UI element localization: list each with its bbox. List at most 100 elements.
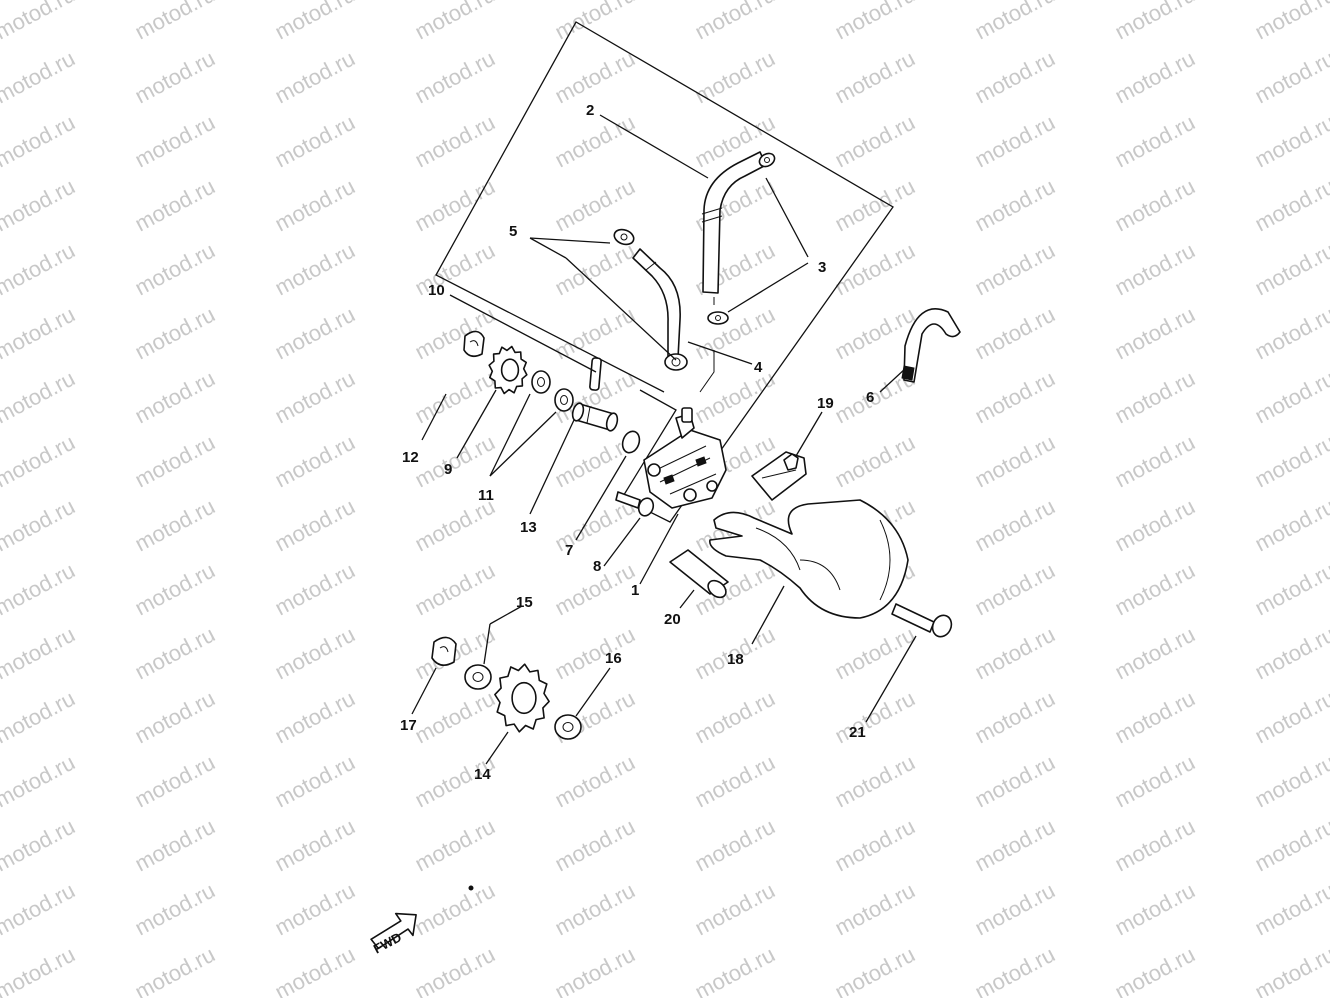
- watermark-text: motod.ru: [411, 174, 499, 237]
- watermark-text: motod.ru: [1251, 174, 1330, 237]
- watermark-text: motod.ru: [971, 558, 1059, 621]
- watermark-text: motod.ru: [691, 878, 779, 941]
- watermark-text: motod.ru: [271, 814, 359, 877]
- watermark-text: motod.ru: [831, 174, 919, 237]
- watermark-text: motod.ru: [1111, 46, 1199, 109]
- watermark-text: motod.ru: [1251, 622, 1330, 685]
- part-bolt-long: [891, 603, 953, 638]
- watermark-text: motod.ru: [1111, 878, 1199, 941]
- watermark-text: motod.ru: [1251, 46, 1330, 109]
- watermark-text: motod.ru: [271, 0, 359, 44]
- watermark-text: motod.ru: [971, 46, 1059, 109]
- watermark-text: motod.ru: [131, 686, 219, 749]
- watermark-text: motod.ru: [1111, 942, 1199, 998]
- watermark-text: motod.ru: [411, 686, 499, 749]
- watermark-text: motod.ru: [271, 558, 359, 621]
- watermark-text: motod.ru: [131, 366, 219, 429]
- watermark-text: motod.ru: [1111, 110, 1199, 173]
- watermark-text: motod.ru: [271, 750, 359, 813]
- fwd-label: FWD: [371, 929, 404, 956]
- watermark-text: motod.ru: [0, 942, 79, 998]
- watermark-text: motod.ru: [1111, 750, 1199, 813]
- part-pump-cover: [709, 499, 909, 619]
- part-circlip-lower: [431, 636, 457, 666]
- watermark-text: motod.ru: [691, 366, 779, 429]
- watermark-text: motod.ru: [131, 0, 219, 44]
- watermark-text: motod.ru: [131, 110, 219, 173]
- part-sleeve: [669, 549, 729, 599]
- part-gear-upper: [488, 345, 528, 395]
- watermark-text: motod.ru: [411, 558, 499, 621]
- callout-19: 19: [817, 395, 834, 412]
- callout-numbers: 1 2 3 4 5 6 7 8 9 10 11 12 13 14 15 16 1…: [400, 102, 874, 783]
- part-gear-lower: [494, 663, 550, 733]
- callout-4: 4: [754, 359, 763, 376]
- gear-lower-hub: [511, 681, 537, 715]
- watermark-text: motod.ru: [971, 0, 1059, 44]
- part-circlip-upper: [463, 330, 485, 358]
- watermark-text: motod.ru: [1251, 430, 1330, 493]
- watermark-text: motod.ru: [551, 814, 639, 877]
- watermark-text: motod.ru: [971, 494, 1059, 557]
- watermark-text: motod.ru: [1251, 238, 1330, 301]
- watermark-text: motod.ru: [551, 878, 639, 941]
- watermark-text: motod.ru: [411, 366, 499, 429]
- watermark-text: motod.ru: [271, 174, 359, 237]
- watermark-text: motod.ru: [691, 0, 779, 44]
- watermark-text: motod.ru: [1111, 558, 1199, 621]
- callout-17: 17: [400, 717, 417, 734]
- callout-7: 7: [565, 542, 573, 559]
- callout-12: 12: [402, 449, 419, 466]
- callout-2: 2: [586, 102, 594, 119]
- watermark-text: motod.ru: [1251, 110, 1330, 173]
- watermark-text: motod.ru: [271, 494, 359, 557]
- watermark-text: motod.ru: [971, 686, 1059, 749]
- watermark-text: motod.ru: [971, 302, 1059, 365]
- watermark-text: motod.ru: [691, 302, 779, 365]
- watermark-text: motod.ru: [411, 942, 499, 998]
- watermark-text: motod.ru: [411, 0, 499, 44]
- callout-20: 20: [664, 611, 681, 628]
- watermark-text: motod.ru: [971, 238, 1059, 301]
- watermark-text: motod.ru: [831, 686, 919, 749]
- watermark-text: motod.ru: [1251, 302, 1330, 365]
- part-bolt-small: [615, 491, 655, 517]
- callout-6: 6: [866, 389, 874, 406]
- part-oil-pump: [643, 407, 727, 509]
- watermark-text: motod.ru: [0, 814, 79, 877]
- watermark-text: motod.ru: [271, 110, 359, 173]
- watermark-text: motod.ru: [0, 558, 79, 621]
- part-pin: [589, 357, 602, 391]
- watermark-text: motod.ru: [971, 878, 1059, 941]
- part-washer-lower: [464, 664, 492, 690]
- watermark-text: motod.ru: [971, 814, 1059, 877]
- part-clip-top: [758, 152, 776, 168]
- watermark-text: motod.ru: [831, 0, 919, 44]
- watermark-text: motod.ru: [0, 46, 79, 109]
- watermark-text: motod.ru: [271, 942, 359, 998]
- watermark-text: motod.ru: [691, 942, 779, 998]
- watermark-text: motod.ru: [691, 46, 779, 109]
- hose-group-frame: [435, 21, 894, 523]
- watermark-text: motod.ru: [1111, 302, 1199, 365]
- callout-3: 3: [818, 259, 826, 276]
- watermark-text: motod.ru: [271, 430, 359, 493]
- watermark-text: motod.ru: [411, 814, 499, 877]
- part-washer-a: [531, 370, 551, 394]
- watermark-text: motod.ru: [1251, 750, 1330, 813]
- watermark-text: motod.ru: [0, 686, 79, 749]
- callout-8: 8: [593, 558, 601, 575]
- part-banjo-fitting: [664, 353, 688, 371]
- watermark-text: motod.ru: [0, 0, 79, 44]
- watermark-text: motod.ru: [691, 686, 779, 749]
- watermark-text: motod.ru: [271, 622, 359, 685]
- watermark-text: motod.ru: [831, 814, 919, 877]
- gear-upper-hub: [500, 358, 520, 382]
- watermark-text: motod.ru: [0, 174, 79, 237]
- callout-14: 14: [474, 766, 491, 783]
- dot-mark: [468, 885, 474, 891]
- part-cover-clip: [901, 308, 961, 383]
- watermark-text: motod.ru: [971, 622, 1059, 685]
- watermark-text: motod.ru: [971, 430, 1059, 493]
- watermark-text: motod.ru: [131, 494, 219, 557]
